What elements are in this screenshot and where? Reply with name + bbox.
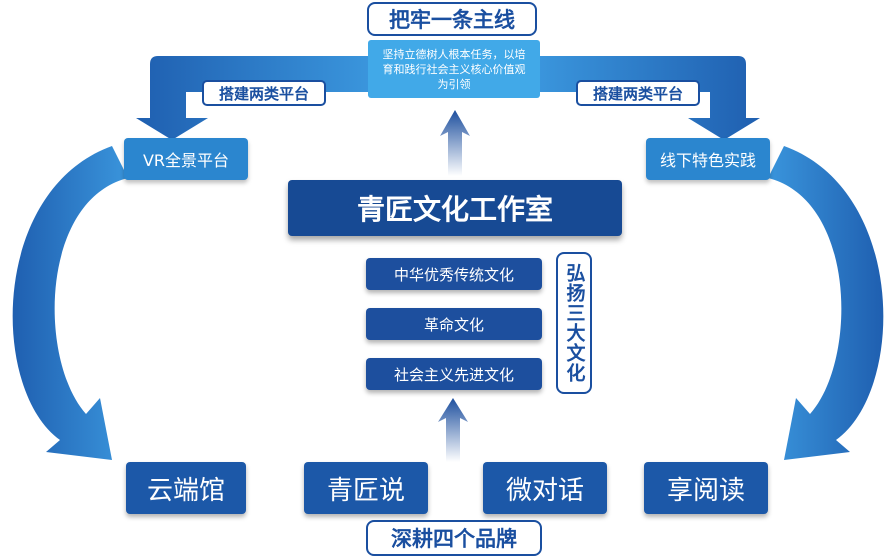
brand-text: 青匠说 xyxy=(326,475,405,506)
bracket-arrow-right xyxy=(540,56,760,140)
platform-offline: 线下特色实践 xyxy=(646,138,770,180)
bottom-title-text: 深耕四个品牌 xyxy=(391,527,517,551)
brand-cloud-hall: 云端馆 xyxy=(126,462,246,514)
platform-label-left-text: 搭建两类平台 xyxy=(218,84,309,103)
brand-text: 享阅读 xyxy=(666,475,745,506)
top-title: 把牢一条主线 xyxy=(367,2,537,36)
platform-vr-text: VR全景平台 xyxy=(142,151,230,170)
mission-text: 坚持立德树人根本任务，以培育和践行社会主义核心价值观为引领 xyxy=(382,47,526,91)
culture-item-socialist: 社会主义先进文化 xyxy=(366,358,542,390)
platform-label-right-text: 搭建两类平台 xyxy=(592,84,683,103)
platform-label-right: 搭建两类平台 xyxy=(576,80,700,106)
curve-arrow-left xyxy=(12,146,128,460)
up-arrow-top xyxy=(440,110,470,176)
core-studio: 青匠文化工作室 xyxy=(288,180,622,236)
bottom-title: 深耕四个品牌 xyxy=(366,520,542,556)
brand-qingjiang-talk: 青匠说 xyxy=(304,462,428,514)
platform-offline-text: 线下特色实践 xyxy=(659,151,756,170)
platform-vr: VR全景平台 xyxy=(124,138,248,180)
mission-box: 坚持立德树人根本任务，以培育和践行社会主义核心价值观为引领 xyxy=(368,40,540,98)
culture-side-label: 弘扬三大文化 xyxy=(556,252,592,394)
bracket-arrow-left xyxy=(136,56,368,140)
culture-item-text: 社会主义先进文化 xyxy=(393,365,514,384)
top-title-text: 把牢一条主线 xyxy=(389,8,515,32)
culture-item-text: 革命文化 xyxy=(423,315,484,334)
brand-text: 云端馆 xyxy=(146,475,225,506)
culture-item-revolutionary: 革命文化 xyxy=(366,308,542,340)
brand-enjoy-reading: 享阅读 xyxy=(644,462,768,514)
brand-text: 微对话 xyxy=(505,475,584,506)
platform-label-left: 搭建两类平台 xyxy=(202,80,326,106)
up-arrow-bottom xyxy=(438,398,468,462)
core-studio-text: 青匠文化工作室 xyxy=(356,193,553,226)
culture-side-label-text: 弘扬三大文化 xyxy=(563,263,586,383)
brand-micro-dialogue: 微对话 xyxy=(483,462,607,514)
curve-arrow-right xyxy=(768,146,884,460)
culture-item-traditional: 中华优秀传统文化 xyxy=(366,258,542,290)
culture-item-text: 中华优秀传统文化 xyxy=(393,265,514,284)
